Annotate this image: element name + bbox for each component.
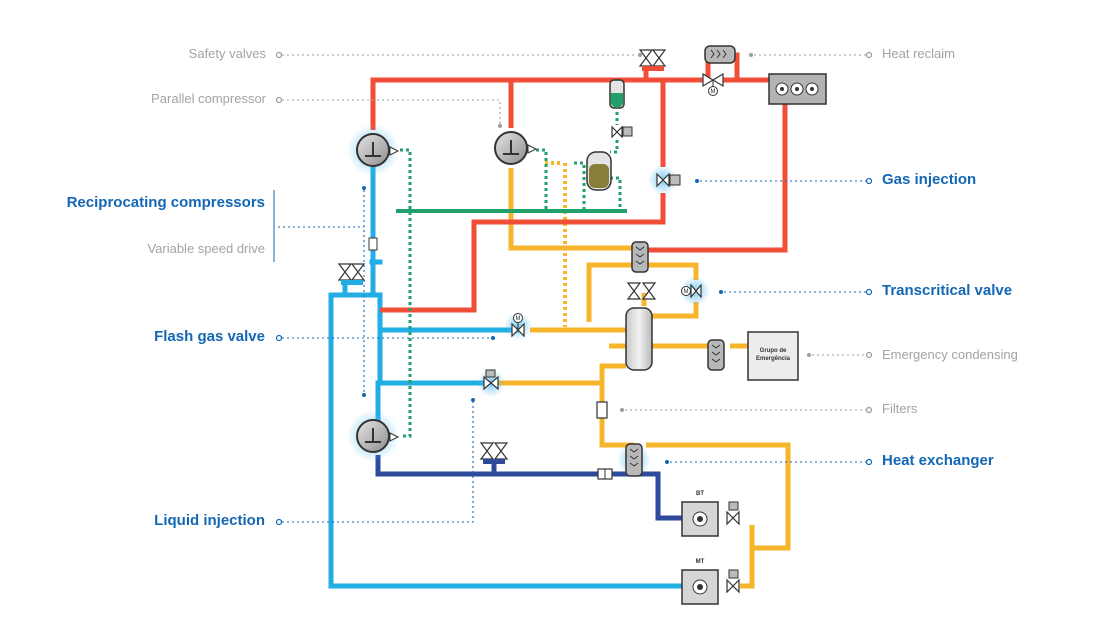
oil-lines (396, 112, 627, 438)
liquid-dotted-lines (545, 161, 567, 327)
reciprocating-compressor-top (356, 133, 400, 167)
motor-symbol: M (684, 289, 689, 295)
heat-exchanger (625, 443, 643, 477)
reciprocating-compressor-bottom (356, 419, 400, 453)
intercooler-heat-exchanger (631, 241, 649, 273)
label-variable-speed-drive: Variable speed drive (147, 241, 265, 256)
oil-separator (609, 79, 625, 109)
bt-evaporator-unit: BT (681, 491, 719, 537)
parallel-compressor (494, 131, 538, 165)
variable-speed-drive-box (368, 237, 378, 251)
label-parallel-compressor: Parallel compressor (151, 91, 266, 106)
mt-expansion-valve (726, 569, 740, 594)
safety-valve-manifolds (341, 66, 664, 464)
mt-evaporator-unit: MT (681, 559, 719, 605)
highlight-glows (347, 124, 710, 477)
emergency-heat-exchanger (707, 339, 725, 371)
oil-solenoid-valve (611, 125, 633, 139)
label-safety-valves: Safety valves (188, 46, 266, 61)
transcritical-valve: M (681, 283, 702, 299)
flash-gas-valve: M (511, 313, 525, 338)
emergency-condensing-unit: Grupo de Emergência (747, 331, 799, 381)
hot-gas-lines (370, 52, 788, 313)
bt-unit-label: BT (696, 491, 704, 497)
gas-cooler (768, 73, 827, 105)
heat-reclaim-motor-valve: M (702, 72, 724, 96)
emergency-unit-label-line2: Emergência (756, 356, 791, 362)
label-heat-reclaim: Heat reclaim (882, 46, 955, 61)
label-emergency-condensing: Emergency condensing (882, 347, 1018, 362)
label-transcritical-valve: Transcritical valve (882, 282, 1013, 299)
liquid-injection-valve (483, 369, 499, 391)
liquid-lines (498, 168, 791, 589)
liquid-receiver (625, 307, 653, 371)
mt-suction-lines (328, 165, 689, 589)
label-heat-exchanger: Heat exchanger (882, 452, 994, 469)
bt-expansion-valve (726, 501, 740, 526)
callout-endpoints (275, 51, 873, 526)
callout-leaders (278, 54, 866, 523)
oil-tank (586, 151, 612, 191)
heat-reclaim-exchanger (704, 45, 736, 64)
motor-symbol: M (711, 89, 716, 95)
label-filters: Filters (882, 401, 918, 416)
emergency-unit-label-line1: Grupo de (760, 348, 787, 354)
mt-unit-label: MT (696, 559, 705, 565)
label-liquid-injection: Liquid injection (154, 512, 265, 529)
label-gas-injection: Gas injection (882, 171, 977, 188)
label-reciprocating-compressors: Reciprocating compressors (66, 194, 265, 211)
label-flash-gas-valve: Flash gas valve (154, 328, 265, 345)
motor-symbol: M (516, 316, 521, 322)
filters (596, 401, 613, 480)
gas-injection-valve (656, 172, 681, 188)
safety-valves (337, 49, 667, 460)
